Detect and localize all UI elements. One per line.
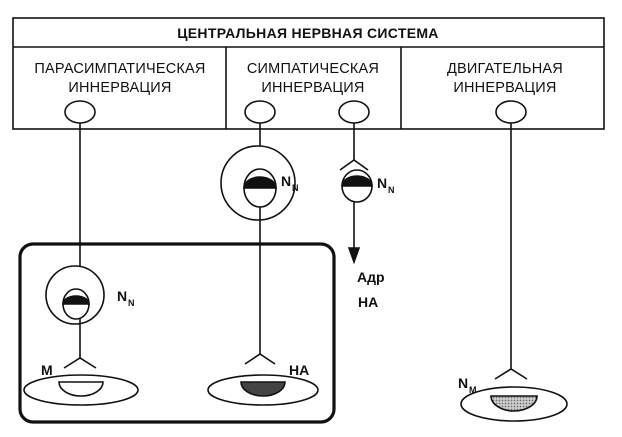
para-ganglion-receptor-label: N bbox=[117, 288, 127, 304]
muscarinic-receptor-label: М bbox=[41, 362, 53, 378]
noradrenaline-output-label: НА bbox=[358, 294, 378, 310]
sympathetic-pathway bbox=[207, 123, 319, 406]
noradrenaline-receptor-label: НА bbox=[289, 362, 309, 378]
section-sympathetic-subtitle: ИННЕРВАЦИЯ bbox=[261, 80, 364, 96]
effector-organ-box bbox=[18, 242, 336, 424]
symp-ganglion-receptor-sub: N bbox=[292, 183, 299, 193]
section-motor-subtitle: ИННЕРВАЦИЯ bbox=[453, 80, 556, 96]
cns-title: ЦЕНТРАЛЬНАЯ НЕРВНАЯ СИСТЕМА bbox=[177, 25, 438, 41]
motor-pathway bbox=[460, 123, 568, 422]
cns-box bbox=[12, 17, 605, 130]
adrenal-receptor-label: N bbox=[377, 175, 387, 191]
adrenaline-output-label: Адр bbox=[357, 269, 385, 285]
section-parasympathetic-subtitle: ИННЕРВАЦИЯ bbox=[68, 80, 171, 96]
para-preganglionic-neuron bbox=[64, 100, 96, 124]
adrenal-preganglionic-neuron bbox=[338, 100, 370, 124]
nicotinic-muscle-receptor-label: N bbox=[458, 375, 468, 391]
symp-ganglion-receptor-label: N bbox=[281, 173, 291, 189]
section-parasympathetic-title: ПАРАСИМПАТИЧЕСКАЯ bbox=[34, 61, 205, 77]
section-sympathetic-title: СИМПАТИЧЕСКАЯ bbox=[247, 61, 379, 77]
adrenal-pathway bbox=[339, 123, 373, 265]
symp-preganglionic-neuron bbox=[244, 100, 276, 124]
section-motor-title: ДВИГАТЕЛЬНАЯ bbox=[447, 61, 563, 77]
adrenal-receptor-sub: N bbox=[388, 185, 395, 195]
nicotinic-muscle-receptor-sub: M bbox=[469, 385, 477, 395]
parasympathetic-pathway bbox=[23, 123, 139, 406]
para-ganglion-receptor-sub: N bbox=[128, 298, 135, 308]
motor-neuron bbox=[495, 100, 527, 124]
